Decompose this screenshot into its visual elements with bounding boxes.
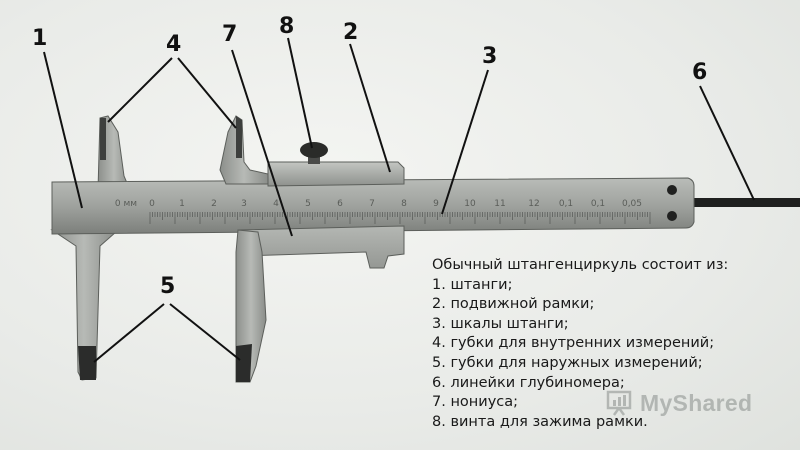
scale-numeral: 3 <box>241 199 247 209</box>
label-2: 2 <box>343 20 359 45</box>
rivet-bottom <box>667 211 677 221</box>
pointer-2 <box>349 43 391 173</box>
scale-numeral: 0,05 <box>622 199 642 209</box>
legend-item-3: 3. шкалы штанги; <box>432 315 569 332</box>
scale-numeral: 4 <box>273 199 279 209</box>
label-6: 6 <box>692 60 708 85</box>
scale-numeral: 0,1 <box>591 199 605 209</box>
movable-inner-jaw <box>219 115 269 185</box>
pointer-5b <box>169 303 241 361</box>
label-8: 8 <box>279 14 295 39</box>
legend-item-8: 8. винта для зажима рамки. <box>432 413 648 430</box>
watermark: MyShared <box>606 386 752 420</box>
scale-numeral: 8 <box>401 199 407 209</box>
scale-numeral: 6 <box>337 199 343 209</box>
scale-numeral: 0,1 <box>559 199 573 209</box>
parts-legend: Обычный штангенциркуль состоит из: 1. шт… <box>432 256 792 432</box>
vernier-plate <box>237 225 405 269</box>
legend-item-6: 6. линейки глубиномера; <box>432 374 625 391</box>
pointer-8 <box>287 37 313 149</box>
legend-item-2: 2. подвижной рамки; <box>432 296 595 313</box>
pointer-5a <box>93 303 165 363</box>
scale-numeral: 7 <box>369 199 375 209</box>
pointer-4b <box>177 57 237 129</box>
movable-jaw-tip <box>236 344 252 382</box>
label-3: 3 <box>482 44 498 69</box>
movable-frame <box>267 161 405 187</box>
presentation-icon <box>606 390 632 416</box>
legend-title: Обычный штангенциркуль состоит из: <box>432 257 729 273</box>
scale-numeral: 5 <box>305 199 311 209</box>
pointer-3 <box>441 69 489 215</box>
fixed-jaw-tip <box>78 346 96 380</box>
scale-numeral: 9 <box>433 199 439 209</box>
pointer-4a <box>107 57 173 123</box>
legend-item-7: 7. нониуса; <box>432 394 519 411</box>
depth-rod <box>680 198 800 207</box>
scale-numeral: 0 мм <box>115 199 137 209</box>
scale-numeral: 12 <box>528 199 539 209</box>
label-1: 1 <box>32 26 48 51</box>
label-5: 5 <box>160 274 176 299</box>
scale-numeral: 0 <box>149 199 155 209</box>
scale-numeral: 10 <box>464 199 476 209</box>
pointer-1 <box>43 51 83 209</box>
watermark-text: MyShared <box>640 389 753 416</box>
legend-item-4: 4. губки для внутренних измерений; <box>432 335 715 352</box>
scale-numeral: 1 <box>179 199 185 209</box>
label-7: 7 <box>222 22 238 47</box>
clamp-screw-head <box>300 142 328 158</box>
rivet-top <box>667 185 677 195</box>
legend-item-1: 1. штанги; <box>432 276 513 293</box>
scale-numeral: 2 <box>211 199 217 209</box>
pointer-7 <box>231 49 293 237</box>
legend-item-5: 5. губки для наружных измерений; <box>432 354 703 371</box>
label-4: 4 <box>166 32 182 57</box>
movable-outer-jaw <box>235 229 267 383</box>
pointer-lines <box>43 37 755 363</box>
scale-numeral: 11 <box>494 199 505 209</box>
pointer-6 <box>699 85 755 201</box>
